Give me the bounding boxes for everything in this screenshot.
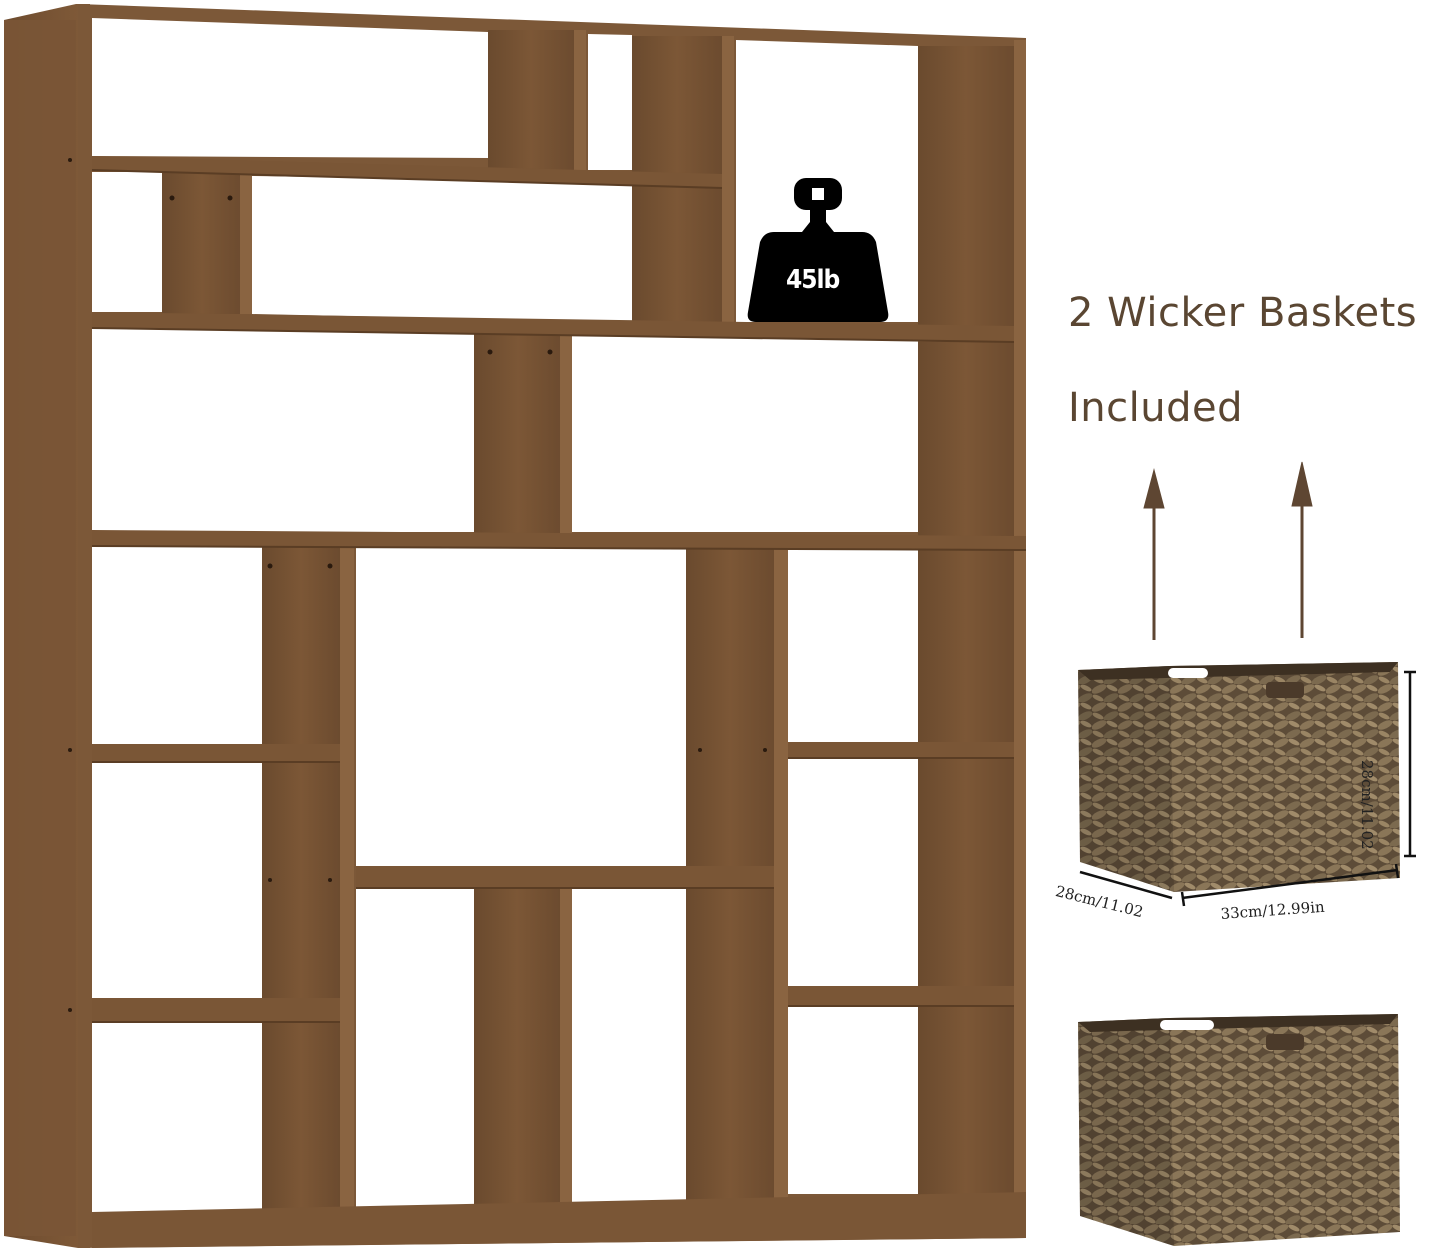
wicker-basket-1 xyxy=(1078,662,1400,892)
basket-dimension-lines xyxy=(1079,670,1416,907)
baskets-caption-line2: Included xyxy=(1068,385,1243,431)
bookshelf xyxy=(4,4,1027,1248)
baskets-caption-line1: 2 Wicker Baskets xyxy=(1068,290,1418,336)
arrow-up-icon xyxy=(1143,461,1313,640)
weight-icon xyxy=(747,178,889,322)
basket-height-label: 28cm/11.02 xyxy=(1358,760,1376,850)
wicker-basket-2 xyxy=(1078,1014,1400,1246)
weight-capacity-label: 45lb xyxy=(786,265,840,295)
